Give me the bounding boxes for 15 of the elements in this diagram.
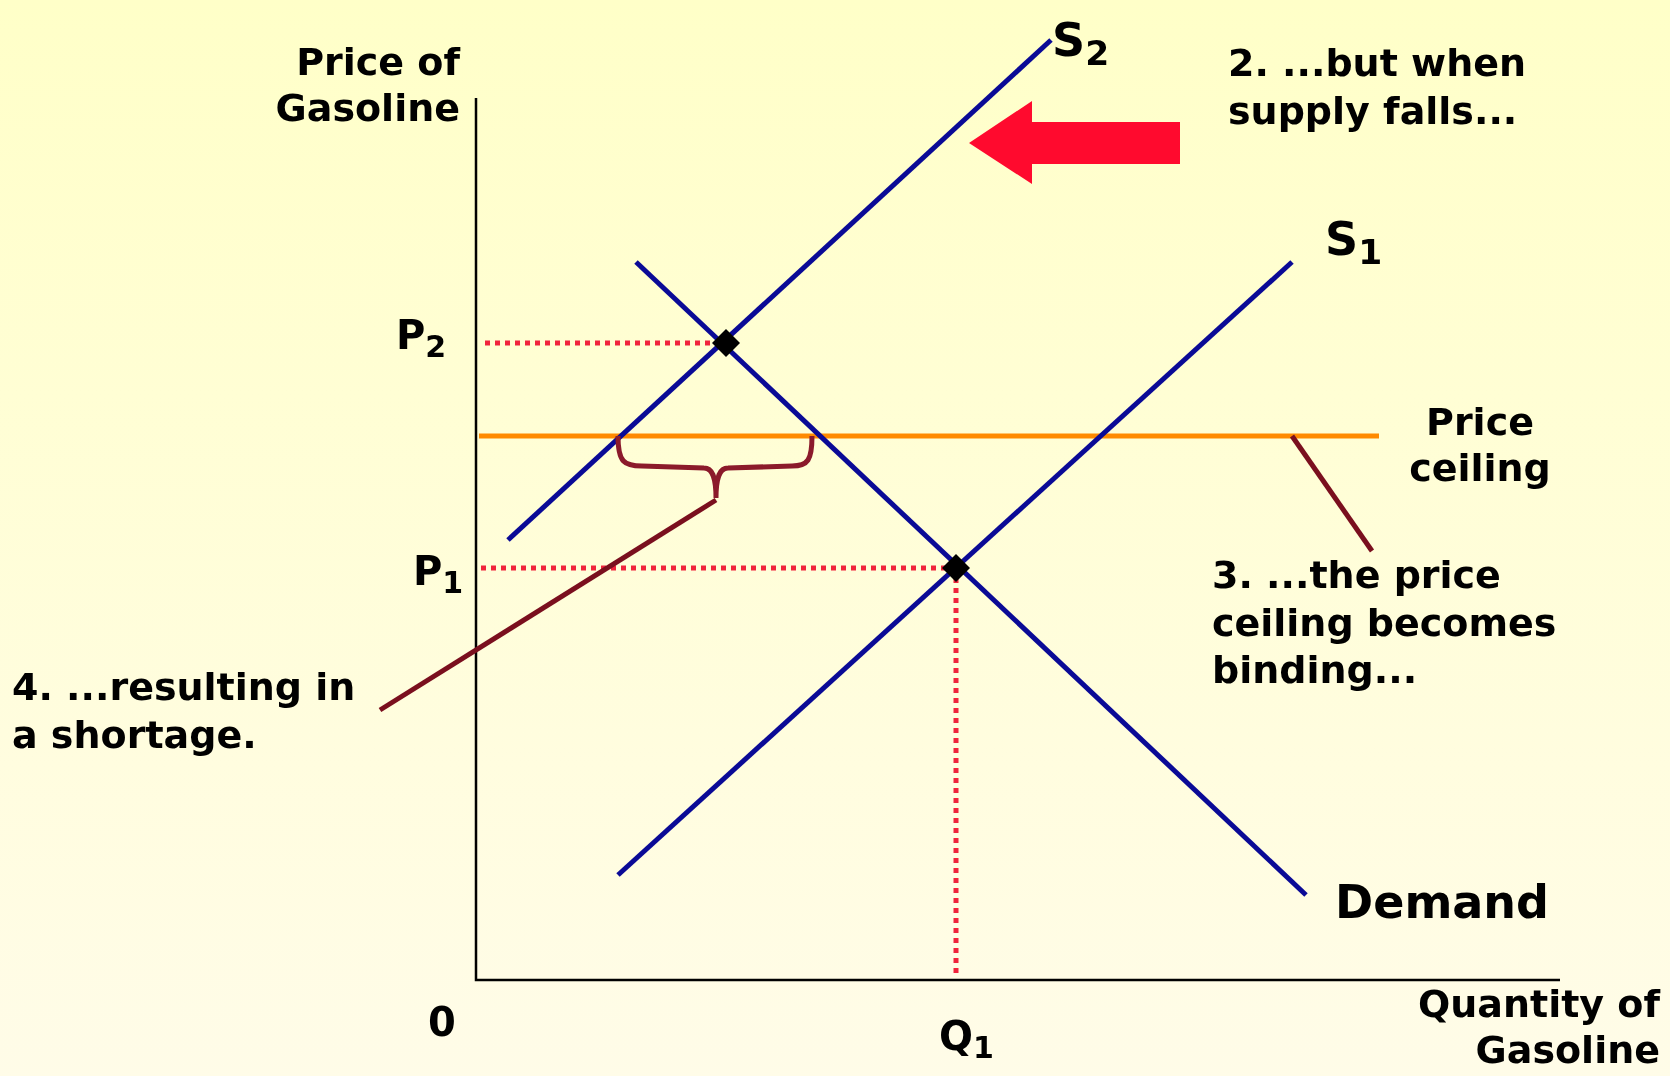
origin-label: 0 xyxy=(428,998,456,1047)
axis-title: Quantity of Gasoline xyxy=(1416,982,1660,1074)
quantity-label: Q$_{1}$ xyxy=(939,1012,994,1066)
annotation-text: 4. ...resulting in a shortage. xyxy=(12,664,357,759)
annotation-text: 2. ...but when supply falls... xyxy=(1228,40,1528,135)
curve-label: S$_{2}$ xyxy=(1052,12,1110,75)
curve-label: S$_{1}$ xyxy=(1325,211,1383,274)
leader-line xyxy=(1289,434,1375,553)
leader-line xyxy=(378,497,718,713)
axis-title: Price of Gasoline xyxy=(274,40,460,132)
curve-label: Demand xyxy=(1335,874,1550,931)
price-label: P$_{2}$ xyxy=(396,311,447,365)
line-label: Price ceiling xyxy=(1408,400,1552,492)
annotation-text: 3. ...the price ceiling becomes binding... xyxy=(1212,552,1558,694)
price-label: P$_{1}$ xyxy=(413,547,464,601)
